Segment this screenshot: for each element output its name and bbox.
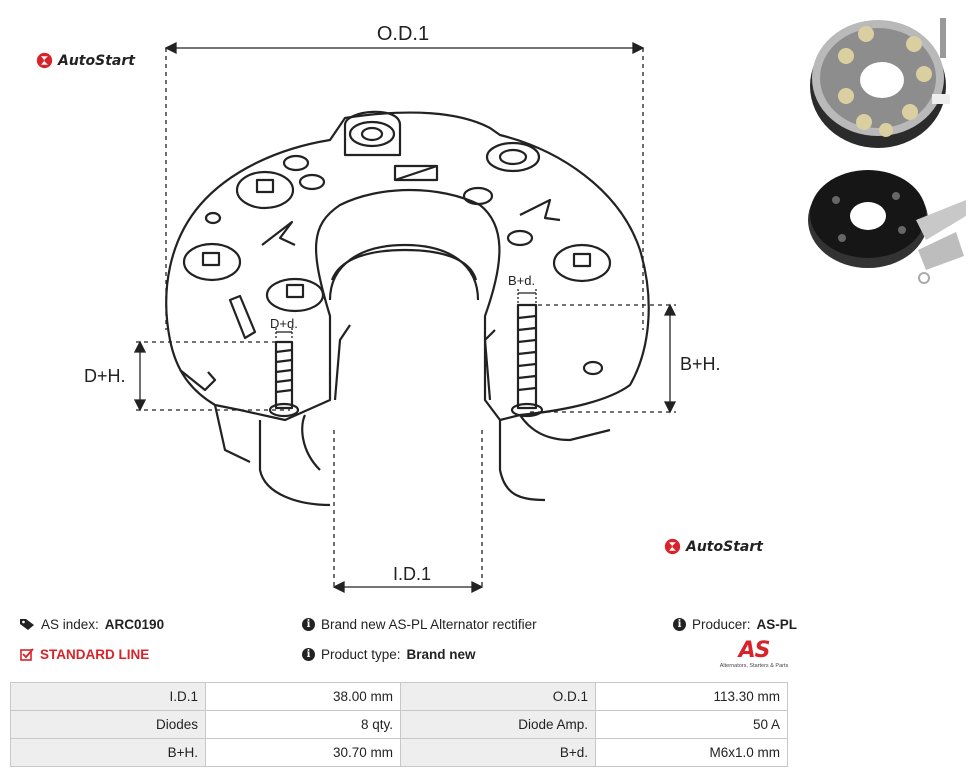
- product-photo-top: [810, 18, 950, 148]
- spec-value: 113.30 mm: [595, 682, 788, 711]
- spec-value: 8 qty.: [205, 710, 401, 739]
- spec-label: B+H.: [10, 738, 206, 767]
- producer-value: AS-PL: [756, 617, 798, 632]
- as-index-label: AS index:: [41, 617, 99, 632]
- spec-label: I.D.1: [10, 682, 206, 711]
- product-type: i Product type: Brand new: [302, 647, 476, 662]
- as-pl-logo: AS Alternators, Starters & Parts: [716, 638, 792, 670]
- standard-line-text: STANDARD LINE: [40, 647, 150, 662]
- info-icon: i: [302, 618, 315, 631]
- rectifier-technical-drawing: O.D.1 I.D.1 D+H. B+H. D+d. B+d.: [84, 23, 721, 594]
- spec-label: Diode Amp.: [400, 710, 596, 739]
- checkbox-icon: [20, 648, 34, 661]
- autostart-logo-text: AutoStart: [58, 52, 135, 69]
- spec-value: 30.70 mm: [205, 738, 401, 767]
- description-text: Brand new AS-PL Alternator rectifier: [321, 617, 537, 632]
- od-label: O.D.1: [377, 23, 429, 45]
- tag-icon: [20, 619, 34, 630]
- spec-value: 50 A: [595, 710, 788, 739]
- id-label: I.D.1: [393, 564, 431, 584]
- autostart-logo-bottom: AutoStart: [664, 538, 763, 555]
- autostart-logo-text: AutoStart: [686, 538, 763, 555]
- autostart-logo: AutoStart: [36, 52, 135, 69]
- as-pl-logo-text: AS: [738, 638, 771, 663]
- as-pl-logo-tagline: Alternators, Starters & Parts: [719, 663, 789, 669]
- standard-line-badge: STANDARD LINE: [20, 647, 149, 662]
- table-row: I.D.1 38.00 mm O.D.1 113.30 mm: [10, 682, 788, 711]
- as-index-value: ARC0190: [104, 617, 165, 632]
- spec-label: B+d.: [400, 738, 596, 767]
- dd-label: D+d.: [270, 316, 298, 331]
- bd-label: B+d.: [508, 273, 535, 288]
- producer-label: Producer:: [692, 617, 751, 632]
- spec-value: M6x1.0 mm: [595, 738, 788, 767]
- autostart-logo-icon: [664, 538, 681, 555]
- spec-label: O.D.1: [400, 682, 596, 711]
- spec-value: 38.00 mm: [205, 682, 401, 711]
- dh-label: D+H.: [84, 366, 126, 386]
- table-row: B+H. 30.70 mm B+d. M6x1.0 mm: [10, 738, 788, 767]
- product-photo-bottom: [808, 170, 966, 284]
- product-type-value: Brand new: [406, 647, 476, 662]
- spec-label: Diodes: [10, 710, 206, 739]
- description: i Brand new AS-PL Alternator rectifier: [302, 617, 537, 632]
- specs-table: I.D.1 38.00 mm O.D.1 113.30 mm Diodes 8 …: [10, 682, 788, 767]
- product-type-label: Product type:: [321, 647, 401, 662]
- table-row: Diodes 8 qty. Diode Amp. 50 A: [10, 710, 788, 739]
- as-index: AS index: ARC0190: [20, 617, 164, 632]
- autostart-logo-icon: [36, 52, 53, 69]
- bh-label: B+H.: [680, 354, 721, 374]
- info-icon: i: [673, 618, 686, 631]
- producer: i Producer: AS-PL: [673, 617, 797, 632]
- info-icon: i: [302, 648, 315, 661]
